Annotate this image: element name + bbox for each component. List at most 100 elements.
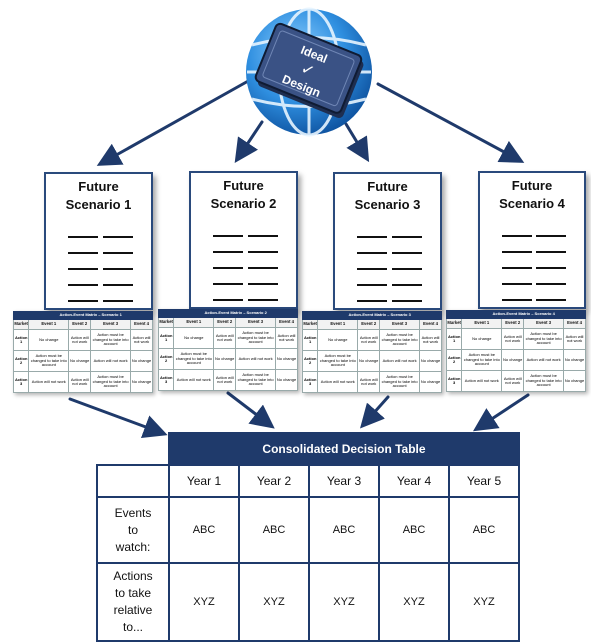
arrow-hub-to-scenario-1 bbox=[96, 78, 252, 166]
matrix-row-label: Action 2 bbox=[445, 349, 463, 371]
matrix-row-label: Action 1 bbox=[301, 329, 319, 351]
matrix-cell: Action will not work bbox=[275, 327, 298, 349]
check-icon: ✓ bbox=[298, 58, 318, 81]
row-label-line: to take bbox=[114, 586, 152, 600]
action-event-matrix-4: Action-Event Matrix – Scenario 4 Market … bbox=[445, 310, 586, 392]
matrix-cell: Action must be changed to take into acco… bbox=[379, 329, 421, 351]
matrix-header: Event 4 bbox=[419, 319, 442, 330]
matrix-row: Action 2 Action must be changed to take … bbox=[445, 349, 586, 371]
matrix-cell: No change bbox=[501, 349, 525, 371]
matrix-cell: Action will not work bbox=[357, 371, 381, 393]
matrix-header: Event 2 bbox=[68, 319, 92, 330]
year-header: Year 4 bbox=[378, 464, 450, 498]
matrix-row: Action 1 No change Action will not work … bbox=[157, 327, 298, 349]
scenario-title-line1: Future bbox=[511, 178, 553, 193]
matrix-row: Action 3 Action will not work Action wil… bbox=[12, 371, 153, 393]
matrix-row: Action 1 No change Action will not work … bbox=[12, 329, 153, 351]
matrix-header: Event 3 bbox=[90, 319, 132, 330]
scenario-title-line2: Scenario 1 bbox=[65, 197, 132, 212]
action-event-matrix-3: Action-Event Matrix – Scenario 3 Market … bbox=[301, 311, 442, 393]
matrix-cell: Action will not work bbox=[357, 329, 381, 351]
matrix-cell: Action must be changed to take into acco… bbox=[317, 350, 359, 372]
matrix-header: Event 1 bbox=[28, 319, 70, 330]
arrow-matrix-2-to-table bbox=[226, 391, 275, 429]
matrix-row-label: Action 1 bbox=[445, 328, 463, 350]
scenario-document-2: Future Scenario 2 bbox=[189, 171, 298, 309]
matrix-cell: Action will not work bbox=[213, 369, 237, 391]
matrix-row-label: Action 2 bbox=[301, 350, 319, 372]
matrix-row-label: Action 1 bbox=[12, 329, 30, 351]
matrix-cell: Action will not work bbox=[501, 370, 525, 392]
table-row: Events to watch: ABC ABC ABC ABC ABC bbox=[96, 496, 520, 564]
matrix-row-label: Action 1 bbox=[157, 327, 175, 349]
matrix-cell: Action will not work bbox=[213, 327, 237, 349]
matrix-row-label: Action 3 bbox=[157, 369, 175, 391]
matrix-row: Action 3 Action will not work Action wil… bbox=[157, 369, 298, 391]
arrow-matrix-1-to-table bbox=[68, 397, 168, 439]
matrix-cell: Action must be changed to take into acco… bbox=[461, 349, 503, 371]
table-cell: ABC bbox=[238, 496, 310, 564]
matrix-cell: No change bbox=[461, 328, 503, 350]
matrix-cell: Action will not work bbox=[130, 329, 153, 351]
matrix-cell: Action will not work bbox=[461, 370, 503, 392]
matrix-cell: No change bbox=[68, 350, 92, 372]
matrix-cell: Action must be changed to take into acco… bbox=[523, 328, 565, 350]
table-cell: XYZ bbox=[238, 562, 310, 642]
scenario-document-1: Future Scenario 1 bbox=[44, 172, 153, 310]
matrix-cell: No change bbox=[317, 329, 359, 351]
arrow-hub-to-scenario-2 bbox=[234, 120, 264, 163]
table-cell: ABC bbox=[378, 496, 450, 564]
row-label-line: relative bbox=[113, 603, 153, 617]
row-label-line: watch: bbox=[115, 539, 151, 554]
book-icon: Ideal ✓ Design bbox=[254, 22, 364, 118]
scenario-title-line2: Scenario 3 bbox=[354, 197, 421, 212]
matrix-row: Action 2 Action must be changed to take … bbox=[301, 350, 442, 372]
matrix-cell: No change bbox=[130, 371, 153, 393]
matrix-row: Action 2 Action must be changed to take … bbox=[12, 350, 153, 372]
action-event-matrix-2: Action-Event Matrix – Scenario 2 Market … bbox=[157, 309, 298, 391]
matrix-cell: No change bbox=[419, 350, 442, 372]
table-cell: XYZ bbox=[378, 562, 450, 642]
arrow-matrix-4-to-table bbox=[472, 393, 530, 432]
arrow-hub-to-scenario-3 bbox=[344, 122, 370, 163]
table-cell: XYZ bbox=[308, 562, 380, 642]
matrix-header: Event 3 bbox=[379, 319, 421, 330]
table-cell: XYZ bbox=[168, 562, 240, 642]
matrix-header: Event 2 bbox=[357, 319, 381, 330]
matrix-header: Event 4 bbox=[275, 317, 298, 328]
scenario-title-line1: Future bbox=[223, 178, 264, 193]
year-header: Year 3 bbox=[308, 464, 380, 498]
header-corner-cell bbox=[96, 464, 170, 498]
scenario-title: Future Scenario 2 bbox=[191, 177, 296, 213]
matrix-cell: Action will not work bbox=[379, 350, 421, 372]
matrix-title: Action-Event Matrix – Scenario 1 bbox=[28, 311, 153, 320]
matrix-cell: Action must be changed to take into acco… bbox=[173, 348, 215, 370]
row-label-line: Events bbox=[114, 505, 152, 520]
table-row: Actions to take relative to... XYZ XYZ X… bbox=[96, 562, 520, 642]
action-event-matrix-1: Action-Event Matrix – Scenario 1 Market … bbox=[12, 311, 153, 393]
matrix-cell: Action will not work bbox=[235, 348, 277, 370]
matrix-header: Event 4 bbox=[563, 318, 586, 329]
year-header: Year 1 bbox=[168, 464, 240, 498]
placeholder-lines bbox=[502, 229, 566, 309]
matrix-cell: No change bbox=[275, 369, 298, 391]
matrix-header: Event 4 bbox=[130, 319, 153, 330]
scenario-title-line1: Future bbox=[78, 179, 119, 194]
matrix-row: Action 1 No change Action will not work … bbox=[301, 329, 442, 351]
matrix-cell: Action will not work bbox=[90, 350, 132, 372]
matrix-cell: Action must be changed to take into acco… bbox=[379, 371, 421, 393]
matrix-row-label: Action 3 bbox=[12, 371, 30, 393]
matrix-row-label: Action 3 bbox=[445, 370, 463, 392]
arrow-hub-to-scenario-4 bbox=[376, 82, 525, 163]
row-label-line: to bbox=[127, 522, 138, 537]
matrix-cell: No change bbox=[563, 349, 586, 371]
scenario-title: Future Scenario 3 bbox=[335, 178, 440, 214]
row-label-events: Events to watch: bbox=[96, 496, 170, 564]
matrix-header: Event 1 bbox=[461, 318, 503, 329]
matrix-header: Market bbox=[301, 319, 319, 330]
matrix-row-label: Action 2 bbox=[157, 348, 175, 370]
matrix-cell: Action must be changed to take into acco… bbox=[235, 369, 277, 391]
matrix-cell: Action will not work bbox=[419, 329, 442, 351]
